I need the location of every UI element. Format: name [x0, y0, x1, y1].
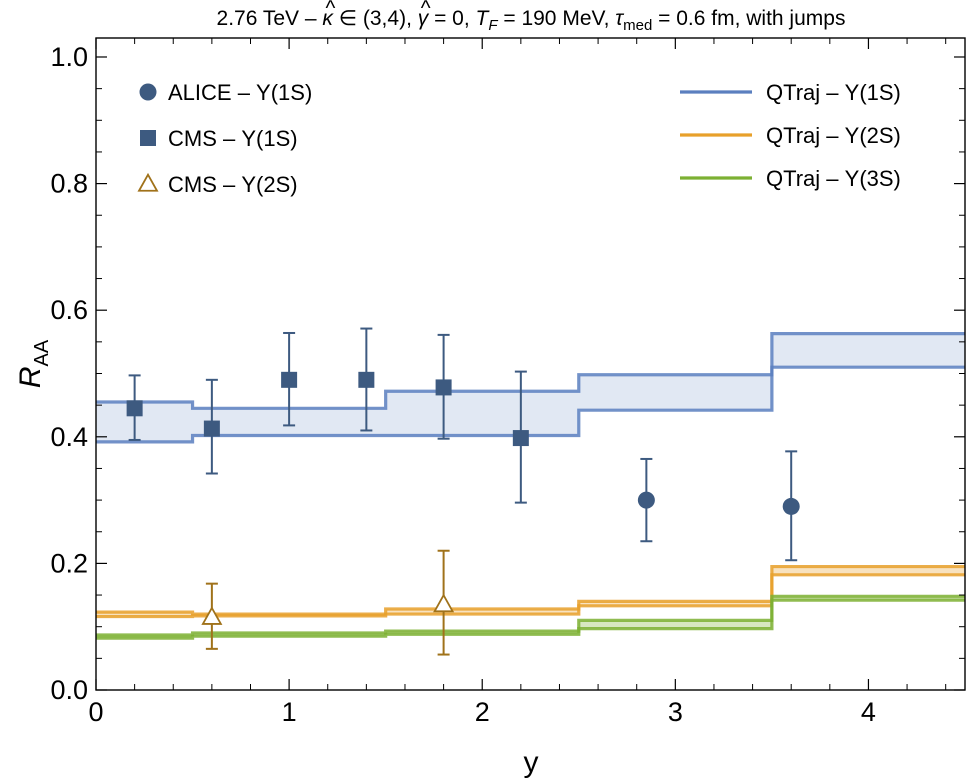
legend-data-label: ALICE – Υ(1S): [168, 80, 312, 105]
x-axis-label: y: [524, 746, 539, 779]
band-series-1: [96, 332, 965, 444]
title-tau-symbol: τ: [615, 7, 624, 30]
x-tick-label: 4: [861, 697, 876, 727]
title-part-3: = 0,: [428, 7, 475, 30]
data-point: [637, 491, 655, 509]
data-point: [203, 420, 220, 437]
legend-data-marker: [140, 130, 156, 146]
data-series-3: [201, 549, 455, 656]
data-point: [126, 400, 143, 417]
y-tick-label: 1.0: [50, 42, 88, 72]
legend-data-marker: [139, 83, 157, 101]
title-part-4: = 190 MeV,: [498, 7, 616, 30]
y-axis-label-main: R: [14, 367, 47, 389]
data-series-1: [637, 450, 800, 562]
band-fill: [96, 566, 965, 617]
title-part-2: ∈ (3,4),: [333, 7, 418, 30]
x-tick-label: 0: [88, 697, 103, 727]
legend-model-label: QTraj – Υ(3S): [766, 166, 901, 191]
legend-data-label: CMS – Υ(1S): [168, 126, 298, 151]
title-part-5: = 0.6 fm, with jumps: [652, 7, 845, 30]
data-point: [782, 497, 800, 515]
title-gamma-hat: ^: [421, 0, 431, 20]
band-edge-line: [96, 365, 965, 444]
y-tick-label: 0.0: [50, 675, 88, 705]
legend-model: QTraj – Υ(1S) QTraj – Υ(2S) QTraj – Υ(3S): [680, 80, 901, 191]
data-point: [435, 379, 452, 396]
band-edge-line: [96, 573, 965, 619]
legend-model-label: QTraj – Υ(2S): [766, 123, 901, 148]
chart-title: 2.76 TeV – κ ∈ (3,4), γ = 0, TF = 190 Me…: [217, 7, 846, 34]
y-tick-label: 0.6: [50, 295, 88, 325]
title-gamma-symbol: γ: [418, 7, 430, 30]
band-fill: [96, 333, 965, 442]
x-tick-label: 3: [668, 697, 683, 727]
y-tick-label: 0.4: [50, 422, 88, 452]
model-bands: [96, 332, 965, 640]
data-point: [281, 371, 298, 388]
data-point: [433, 593, 455, 613]
band-edge-line: [96, 332, 965, 410]
data-point: [358, 371, 375, 388]
title-tau-subscript: med: [623, 17, 652, 34]
legend-data-label: CMS – Υ(2S): [168, 172, 298, 197]
title-kappa-hat: ^: [325, 0, 335, 20]
data-series-2: [126, 327, 529, 504]
y-axis-label-subscript: AA: [31, 339, 53, 366]
band-edge-line: [96, 598, 965, 640]
data-point: [201, 606, 223, 625]
y-axis-label: RAA: [14, 339, 53, 388]
x-tick-label: 2: [475, 697, 490, 727]
title-tf-subscript: F: [488, 17, 498, 34]
data-points: [126, 327, 800, 656]
axis-ticks: 0 1 2 3 4 0.0 0.2 0.4 0.6 0.8 1.0: [50, 38, 965, 727]
x-tick-label: 1: [282, 697, 297, 727]
y-tick-label: 0.2: [50, 548, 88, 578]
data-point: [512, 430, 529, 447]
band-series-2: [96, 564, 965, 619]
title-tf-symbol: T: [476, 7, 491, 30]
legend-model-label: QTraj – Υ(1S): [766, 80, 901, 105]
plot-frame: [95, 37, 966, 691]
legend-data: ALICE – Υ(1S) CMS – Υ(1S) CMS – Υ(2S): [137, 80, 312, 197]
band-series-3: [96, 594, 965, 640]
title-part-1: 2.76 TeV –: [217, 7, 323, 30]
title-kappa-symbol: κ: [322, 7, 334, 30]
y-tick-label: 0.8: [50, 169, 88, 199]
legend-data-marker: [137, 172, 159, 192]
